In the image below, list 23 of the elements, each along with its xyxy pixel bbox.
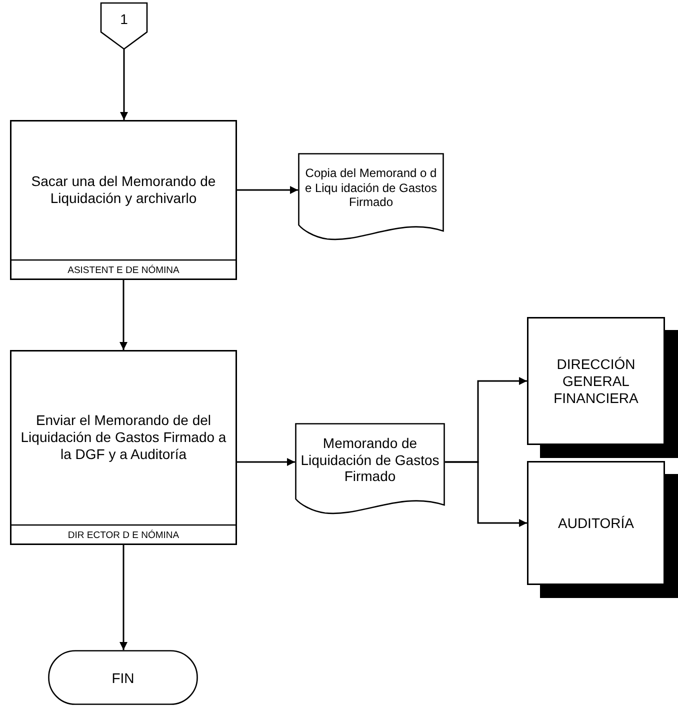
connector-number: 1 — [120, 11, 128, 27]
process-box — [527, 317, 678, 458]
step-description: Sacar una del Memorando de Liquidación y archivarlo — [30, 173, 217, 207]
process-box — [10, 120, 237, 280]
process-box — [527, 461, 678, 598]
role-label: ASISTENT E DE NÓMINA — [68, 264, 180, 276]
document-shape — [298, 153, 444, 241]
document-title: Copia del Memorand o d e Liqu idación de Gastos Firmado — [304, 166, 438, 210]
step-description: Enviar el Memorando de del Liquidación de Gastos Firmado a la DGF y a Auditoría — [20, 412, 228, 463]
document-title: Memorando de Liquidación de Gastos Firmado — [300, 434, 440, 486]
arrow — [237, 186, 298, 194]
document-shape — [295, 423, 445, 515]
arrow — [237, 458, 295, 466]
department-name: AUDITORÍA — [558, 514, 634, 532]
arrow — [120, 49, 128, 120]
role-label: DIR ECTOR D E NÓMINA — [68, 530, 180, 540]
arrow — [120, 280, 128, 350]
process-box — [10, 350, 237, 545]
terminator-label: FIN — [112, 670, 134, 686]
off-page-connector — [100, 2, 148, 50]
arrow — [120, 545, 128, 650]
arrow — [445, 461, 527, 527]
department-name: DIRECCIÓN GENERAL FINANCIERA — [552, 356, 640, 406]
